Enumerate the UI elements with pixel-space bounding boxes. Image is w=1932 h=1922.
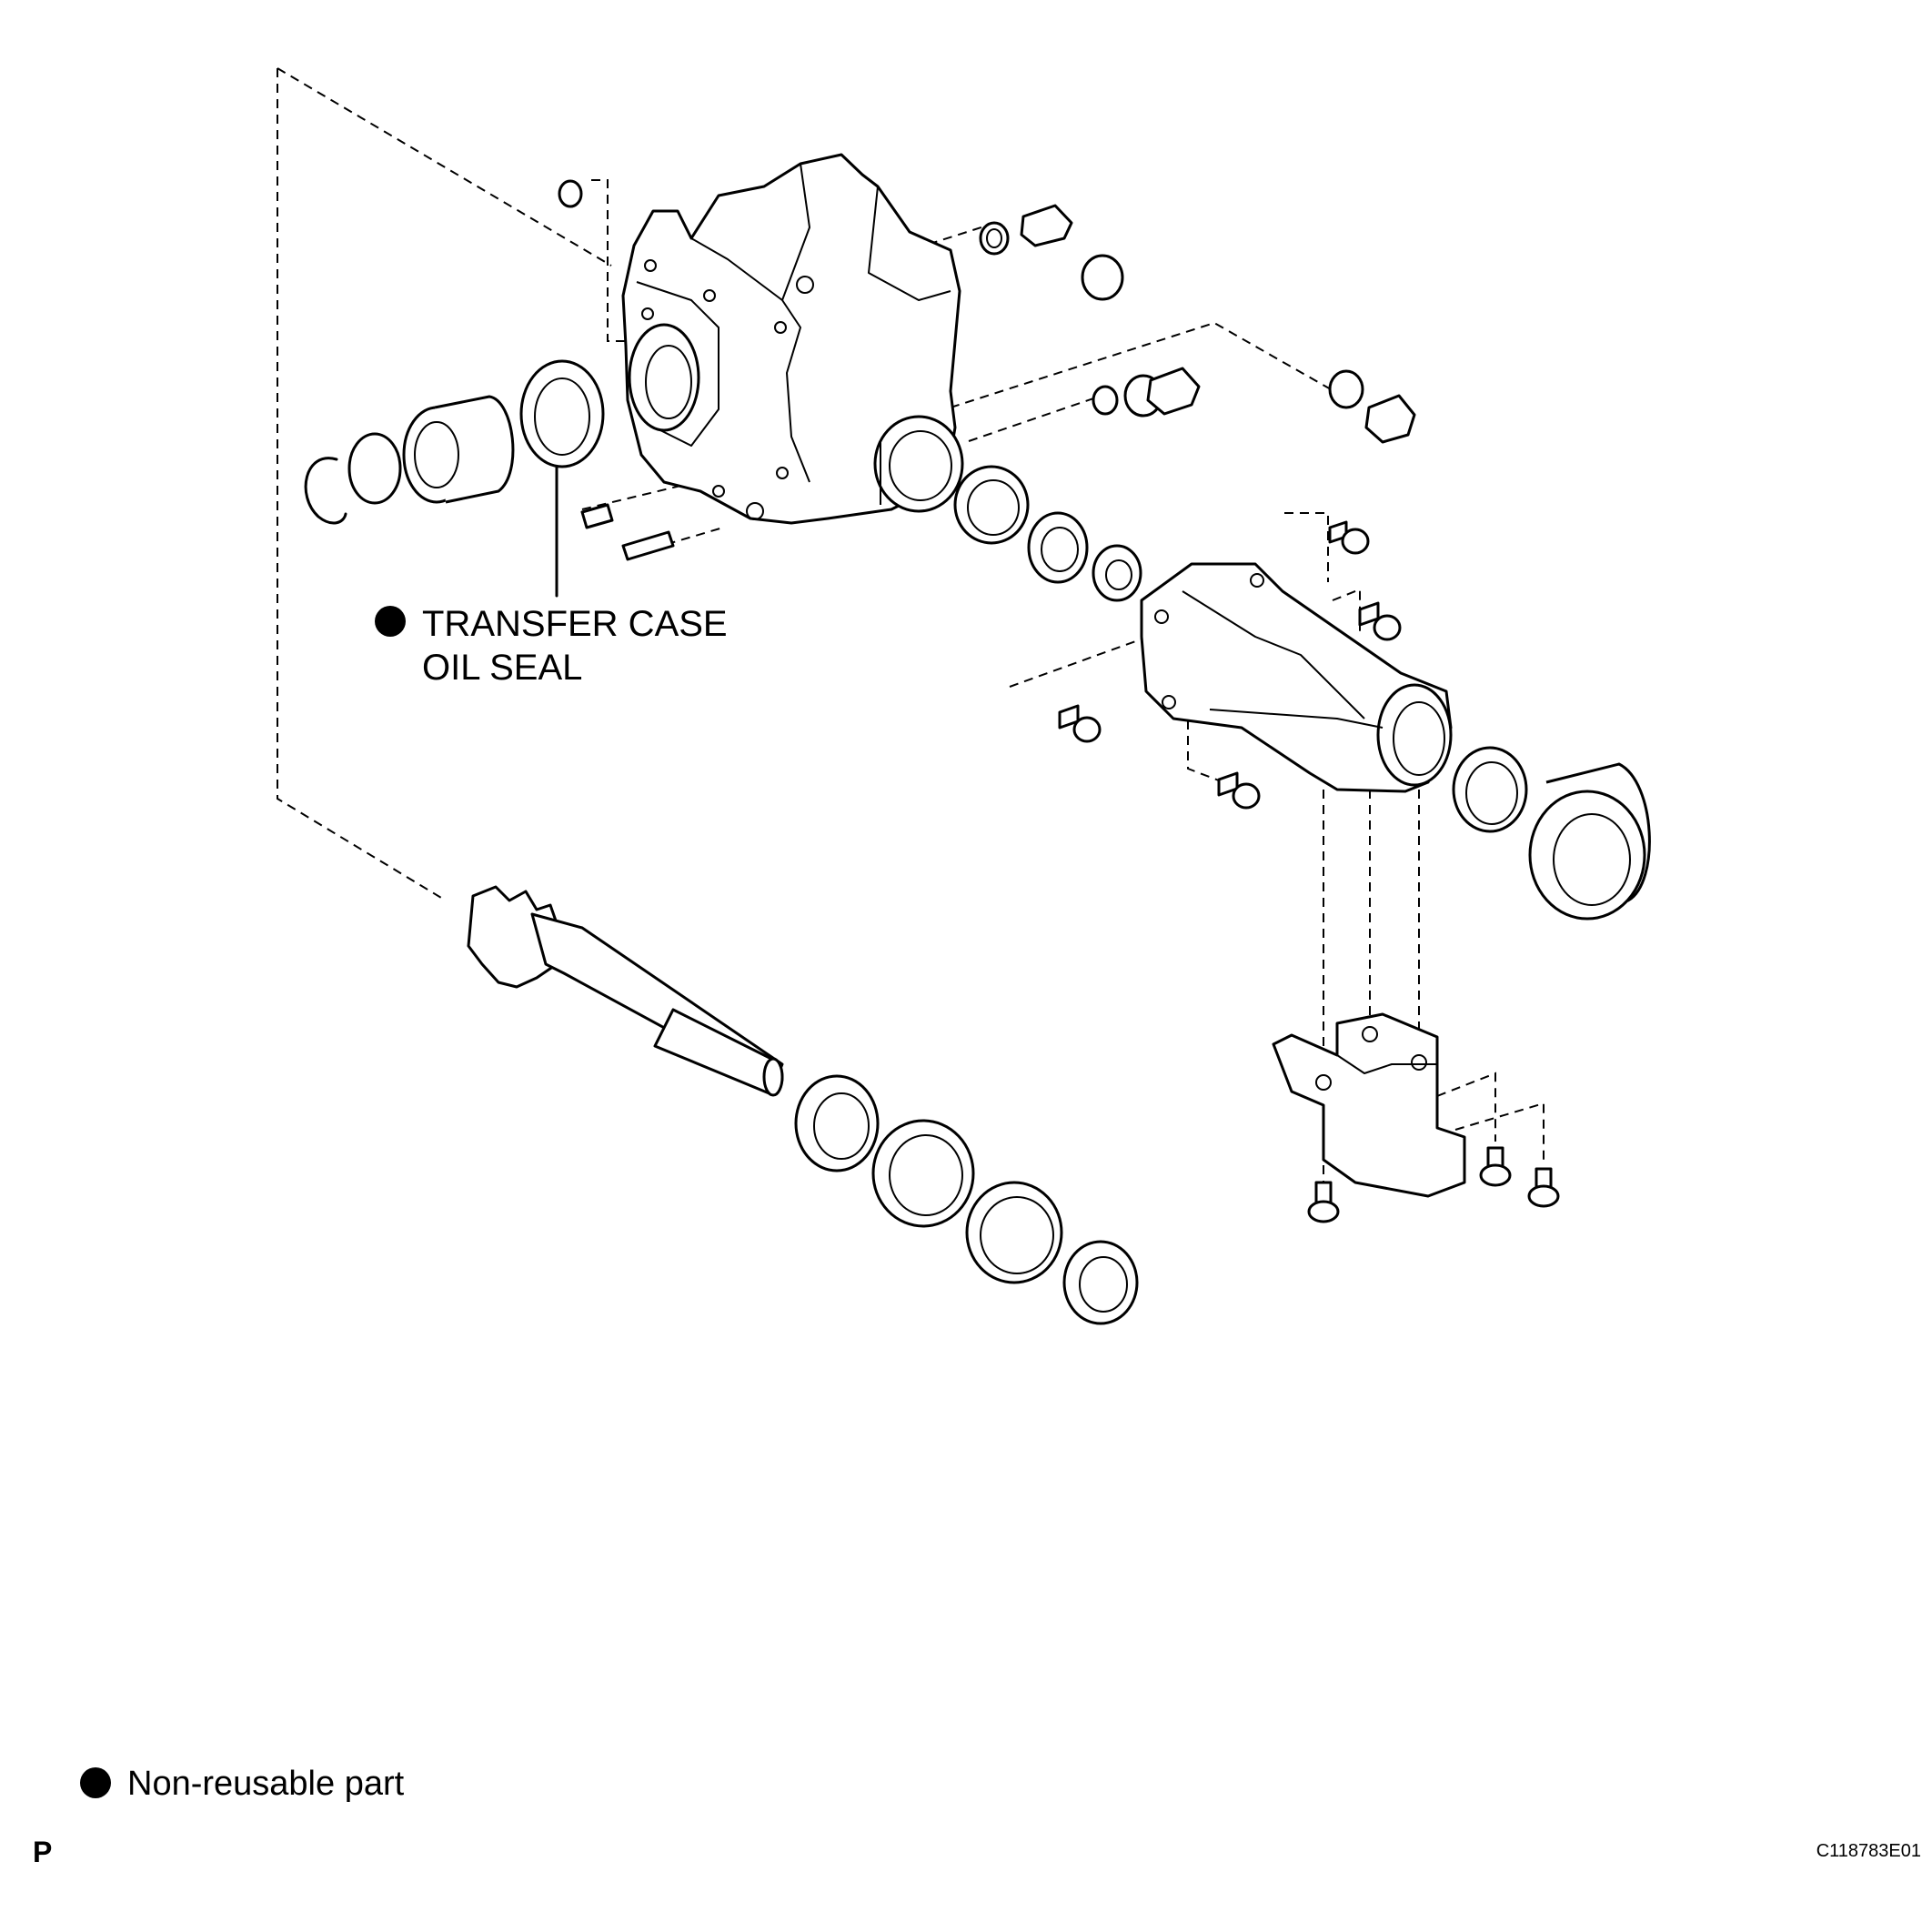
legend-text: Non-reusable part [127, 1765, 405, 1803]
input-side-rings [304, 359, 605, 525]
shaft-bearing-stack [794, 1074, 1139, 1325]
callout-line-1: TRANSFER CASE [422, 604, 728, 644]
legend-marker [80, 1767, 111, 1798]
dowel-pins [580, 503, 675, 561]
output-bearing-stack [953, 465, 1142, 602]
transfer-case-housing [621, 153, 964, 525]
output-shaft [467, 885, 784, 1097]
page-marker: P [33, 1836, 53, 1868]
extension-bolts [1058, 520, 1402, 810]
oil-seal-callout: TRANSFER CASE OIL SEAL [422, 602, 728, 689]
non-reusable-marker [375, 606, 406, 637]
drain-plug-assembly [558, 179, 1416, 444]
callout-line-2: OIL SEAL [422, 648, 583, 688]
extension-housing [1140, 562, 1453, 793]
mounting-bracket [1272, 1012, 1466, 1198]
rear-seal-rings [1452, 746, 1651, 921]
figure-code: C118783E01 [1816, 1841, 1921, 1861]
bracket-bolts [1307, 1146, 1560, 1223]
